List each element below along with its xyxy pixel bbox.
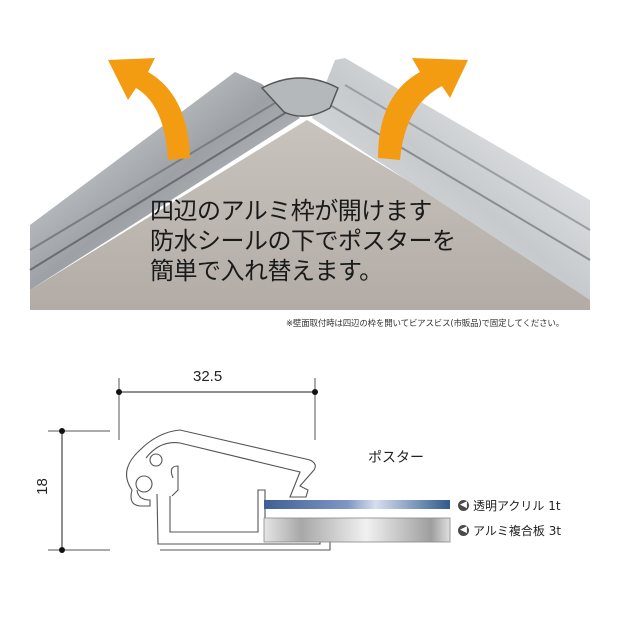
legend-acrylic: ◀ 透明アクリル 1t [458, 497, 561, 514]
height-dimension-line [48, 428, 110, 553]
poster-panel [30, 120, 590, 310]
product-photo: 四辺のアルミ枠が開けます 防水シールの下でポスターを 簡単で入れ替えます。 [29, 58, 591, 310]
corner-piece [260, 77, 339, 117]
headline-line-1: 四辺のアルミ枠が開けます [150, 197, 432, 225]
frame-corner-illustration [29, 58, 591, 310]
legend-acrylic-label: 透明アクリル 1t [473, 499, 561, 513]
legend-aluminum: ◀ アルミ複合板 3t [458, 522, 561, 539]
aluminum-composite-layer [263, 517, 451, 543]
right-frame-rail [312, 58, 590, 300]
headline-line-3: 簡単で入れ替えます。 [150, 257, 383, 285]
height-dimension-label: 18 [33, 478, 51, 495]
arrow-left-circle-icon: ◀ [458, 525, 469, 536]
open-arrow-right-icon [378, 58, 468, 160]
cross-section-diagram [48, 378, 451, 553]
poster-label: ポスター [368, 450, 424, 466]
legend-aluminum-label: アルミ複合板 3t [473, 524, 562, 538]
width-dimension-line [116, 378, 318, 440]
left-frame-rail [30, 72, 300, 290]
width-dimension-label: 32.5 [193, 368, 223, 385]
acrylic-layer [264, 500, 450, 509]
open-arrow-left-icon [108, 58, 190, 160]
headline-line-2: 防水シールの下でポスターを [150, 227, 456, 255]
mounting-note: ※壁面取付時は四辺の枠を開いてビアスビス(市販品)で固定してください。 [286, 319, 564, 329]
arrow-left-circle-icon: ◀ [458, 500, 469, 511]
headline: 四辺のアルミ枠が開けます 防水シールの下でポスターを 簡単で入れ替えます。 [150, 196, 490, 286]
